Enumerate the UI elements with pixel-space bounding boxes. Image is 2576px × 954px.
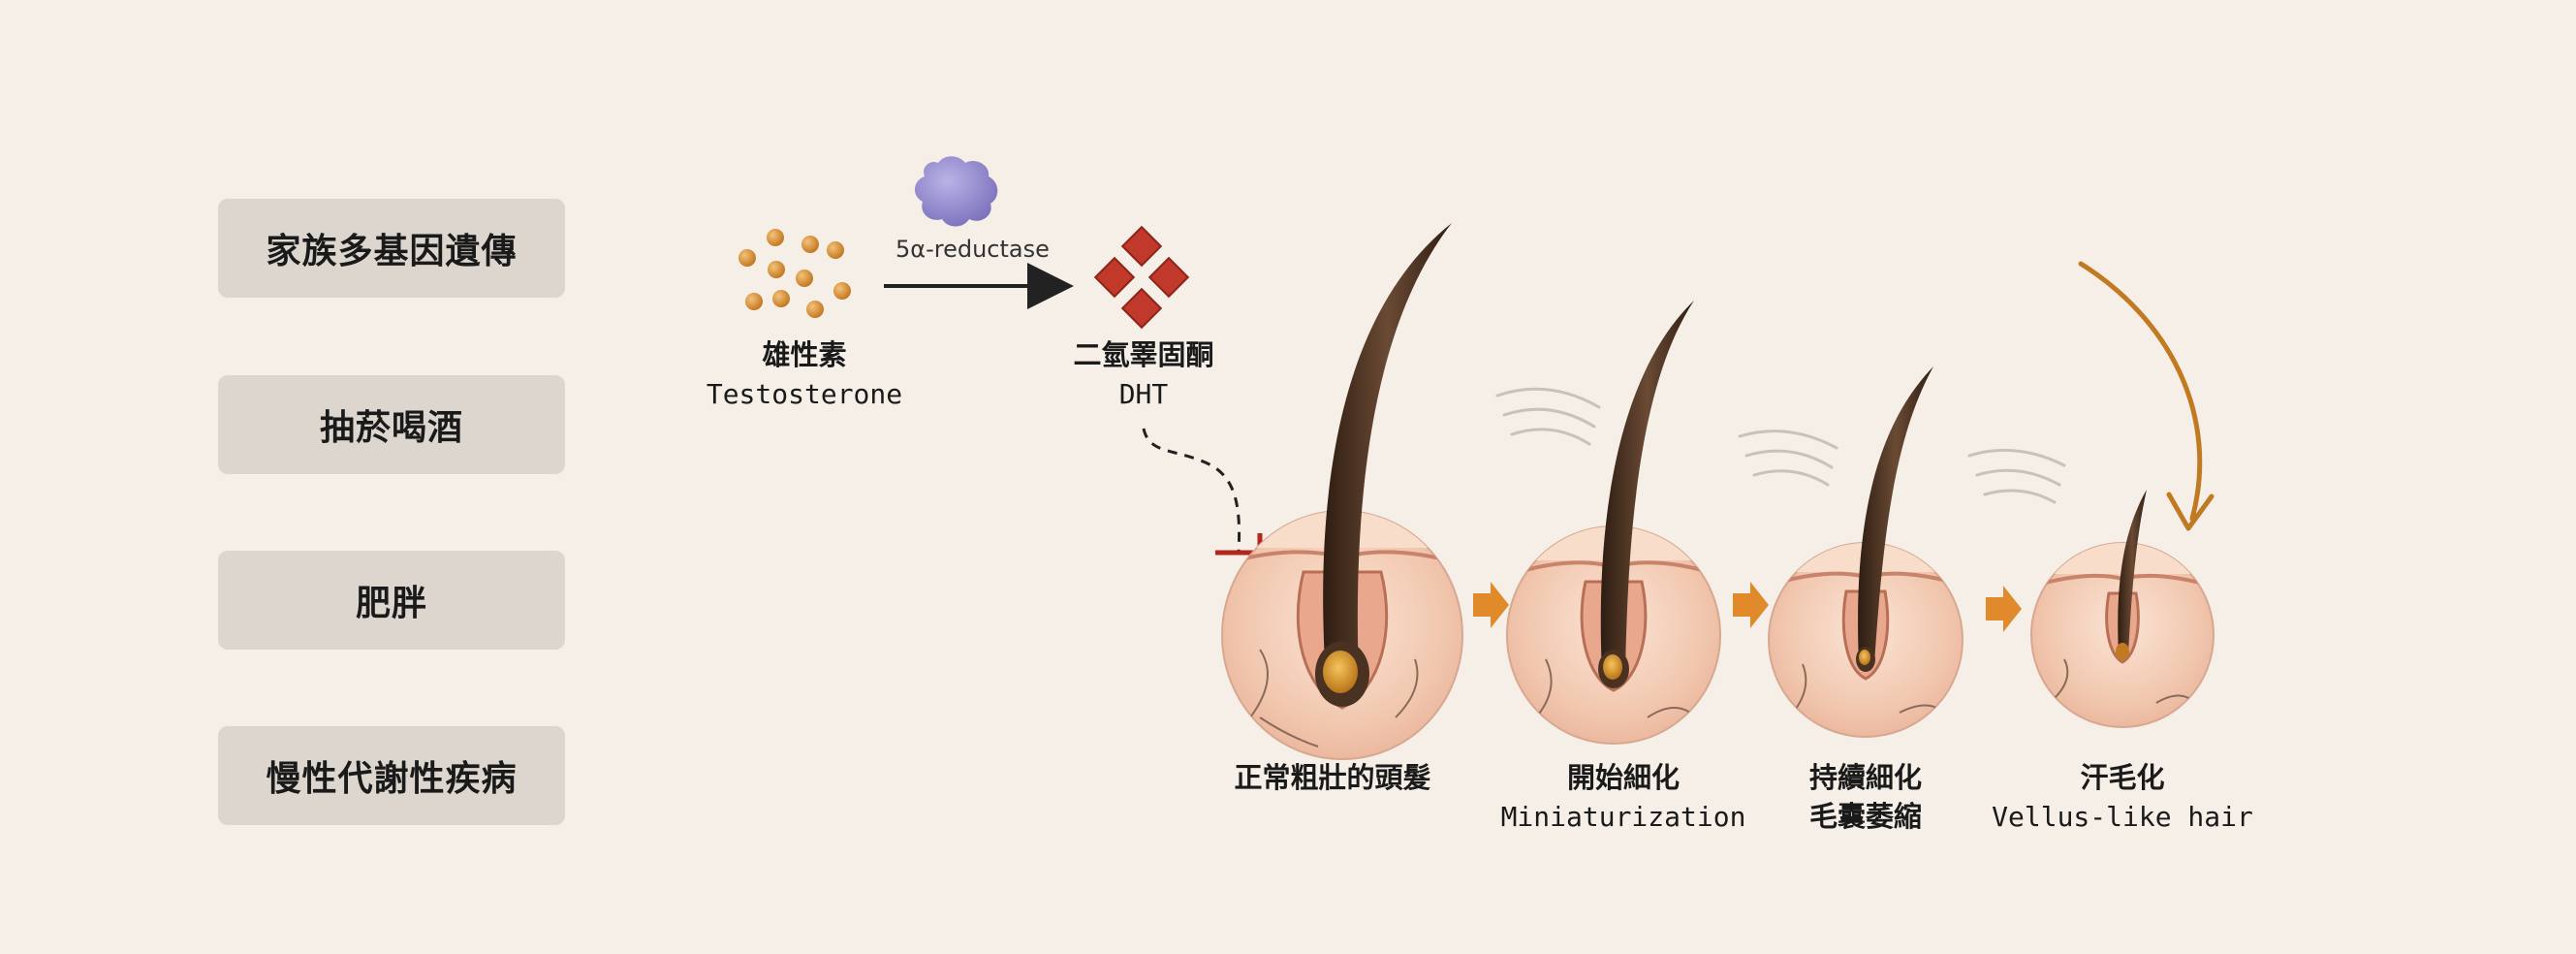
factor-genetics: 家族多基因遺傳 (218, 199, 565, 298)
dht-label-en: DHT (1118, 378, 1169, 410)
stage-label-en: Miniaturization (1500, 801, 1746, 833)
stage-label-miniaturization: 開始細化 Miniaturization (1478, 758, 1769, 838)
stage-label-en: Vellus-like hair (1992, 801, 2253, 833)
dht-label: 二氫睪固酮 DHT (1018, 335, 1270, 415)
enzyme-label: 5α-reductase (895, 236, 1050, 263)
stage-label-continued: 持續細化 毛囊萎縮 (1744, 758, 1987, 836)
stage-label-vellus: 汗毛化 Vellus-like hair (1977, 758, 2268, 838)
stage-label-zh: 汗毛化 (2080, 761, 2165, 794)
progression-curved-arrow (2078, 261, 2215, 531)
dht-icon (1093, 225, 1190, 330)
factor-smoking-drinking: 抽菸喝酒 (218, 375, 565, 474)
enzyme-icon (914, 156, 998, 227)
factor-metabolic-disease: 慢性代謝性疾病 (218, 726, 565, 825)
dht-action-line (1142, 428, 1241, 554)
wave-marks-icon (1495, 387, 2066, 504)
follicle-miniaturization (1506, 301, 1721, 745)
stage-label-zh: 開始細化 (1566, 761, 1680, 794)
follicle-continued-miniaturization (1768, 366, 1963, 738)
testosterone-label-zh: 雄性素 (762, 338, 847, 371)
factor-obesity: 肥胖 (218, 551, 565, 650)
follicle-normal (1221, 223, 1463, 760)
stage-label-zh: 正常粗壯的頭髮 (1234, 761, 1431, 794)
testosterone-label-en: Testosterone (706, 378, 903, 410)
stage-label-zh: 持續細化 (1808, 761, 1922, 794)
stage-label-zh-2: 毛囊萎縮 (1808, 800, 1922, 833)
stage-arrow-icon (1473, 582, 2022, 632)
stage-label-normal: 正常粗壯的頭髮 (1197, 758, 1468, 797)
testosterone-icon (738, 229, 851, 318)
testosterone-label: 雄性素 Testosterone (669, 335, 940, 415)
dht-label-zh: 二氫睪固酮 (1073, 338, 1214, 371)
